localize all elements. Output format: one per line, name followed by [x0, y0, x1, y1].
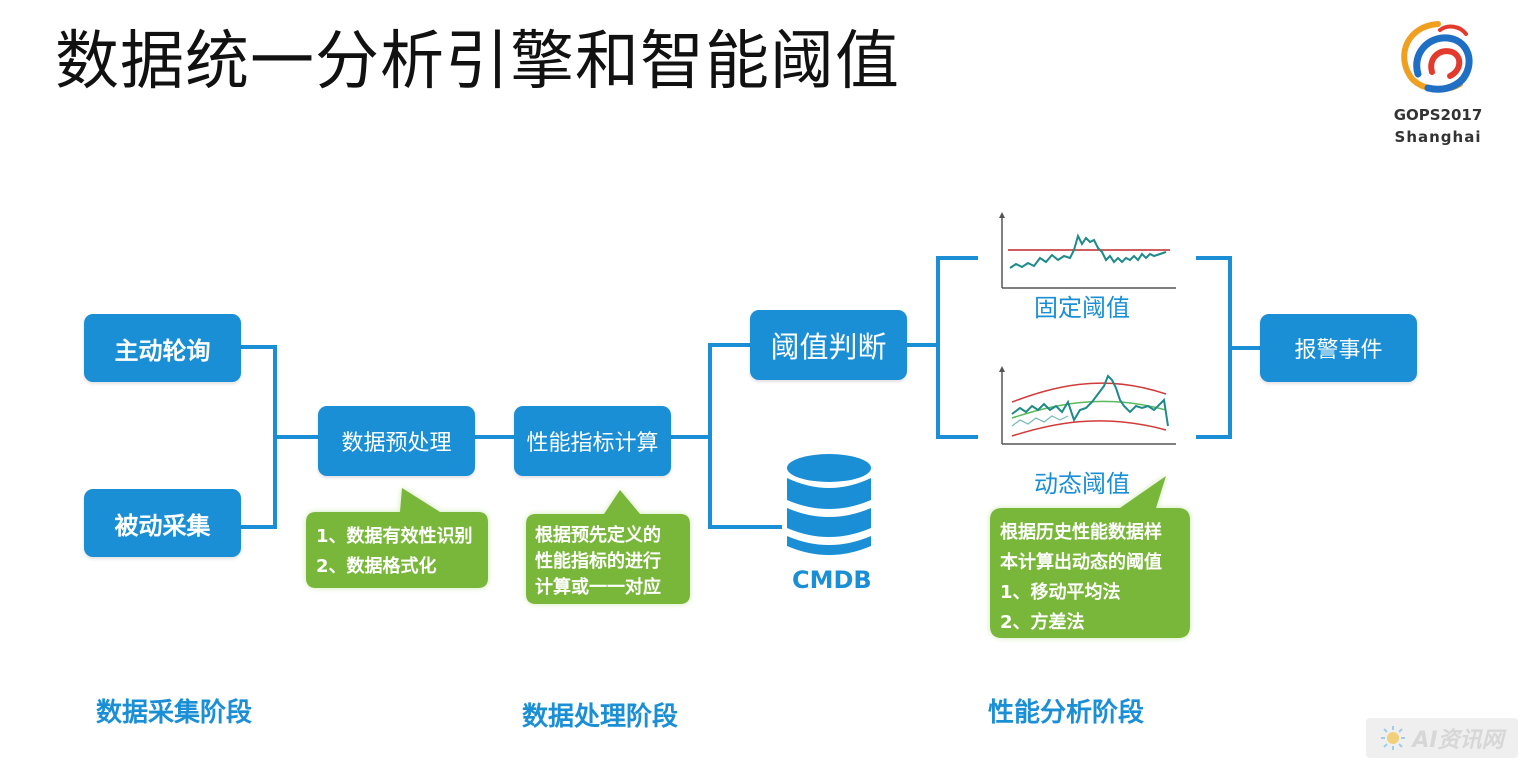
- active-poll-box: 主动轮询: [84, 314, 241, 382]
- preprocess-box: 数据预处理: [318, 406, 475, 476]
- page-title: 数据统一分析引擎和智能阈值: [55, 25, 900, 99]
- dynamic-callout: 根据历史性能数据样 本计算出动态的阈值 1、移动平均法 2、方差法: [1000, 518, 1162, 638]
- watermark: AI资讯网: [1366, 718, 1518, 758]
- alert-event-box: 报警事件: [1260, 314, 1417, 382]
- callout-line: 2、数据格式化: [316, 556, 437, 577]
- fixed-threshold-chart: [999, 212, 1176, 289]
- fixed-threshold-caption: 固定阈值: [1034, 294, 1130, 322]
- stage-analyze-label: 性能分析阶段: [988, 698, 1145, 728]
- metric-series: [1011, 374, 1169, 427]
- branch-bracket: [708, 343, 782, 529]
- collect-bracket: [240, 345, 277, 529]
- threshold-judge-label: 阈值判断: [770, 330, 887, 364]
- preprocess-label: 数据预处理: [341, 431, 452, 456]
- gops-swirl-icon: [1401, 21, 1473, 93]
- callout-line: 根据历史性能数据样: [1000, 522, 1162, 543]
- moving-average-line: [1011, 400, 1167, 419]
- passive-collect-box: 被动采集: [84, 489, 241, 557]
- active-poll-label: 主动轮询: [114, 336, 211, 365]
- metric-series-shadow: [1011, 415, 1069, 427]
- callout-line: 1、数据有效性识别: [316, 526, 473, 547]
- callout-line: 根据预先定义的: [535, 525, 661, 546]
- metric-series: [1009, 233, 1167, 269]
- stage-collect-label: 数据采集阶段: [96, 698, 253, 728]
- lower-bound-line: [1011, 420, 1167, 437]
- passive-collect-label: 被动采集: [114, 511, 211, 540]
- cmdb-label: CMDB: [792, 566, 872, 594]
- preprocess-callout: 1、数据有效性识别 2、数据格式化: [316, 522, 473, 582]
- callout-line: 性能指标的进行: [535, 551, 661, 572]
- dynamic-threshold-caption: 动态阈值: [1034, 470, 1130, 498]
- database-icon: [787, 454, 871, 555]
- logo-line-1: GOPS2017: [1393, 106, 1483, 124]
- callout-line: 2、方差法: [1000, 612, 1085, 633]
- upper-bound-line: [1011, 382, 1167, 403]
- stage-process-label: 数据处理阶段: [522, 702, 679, 732]
- charts-right-bracket: [1196, 256, 1232, 439]
- metric-callout: 根据预先定义的 性能指标的进行 计算或一一对应: [535, 523, 661, 601]
- dynamic-threshold-chart: [999, 366, 1176, 445]
- charts-left-bracket: [936, 256, 978, 439]
- watermark-text: AI资讯网: [1412, 728, 1504, 753]
- callout-line: 计算或一一对应: [535, 577, 661, 598]
- alert-event-label: 报警事件: [1294, 338, 1383, 363]
- callout-line: 1、移动平均法: [1000, 582, 1121, 603]
- threshold-judge-box: 阈值判断: [750, 310, 907, 380]
- metric-calc-box: 性能指标计算: [514, 406, 671, 476]
- callout-line: 本计算出动态的阈值: [1000, 552, 1162, 573]
- logo-line-2: Shanghai: [1394, 128, 1482, 146]
- gops-logo: GOPS2017 Shanghai: [1388, 14, 1488, 154]
- sun-icon: [1381, 726, 1406, 750]
- metric-calc-label: 性能指标计算: [526, 431, 659, 456]
